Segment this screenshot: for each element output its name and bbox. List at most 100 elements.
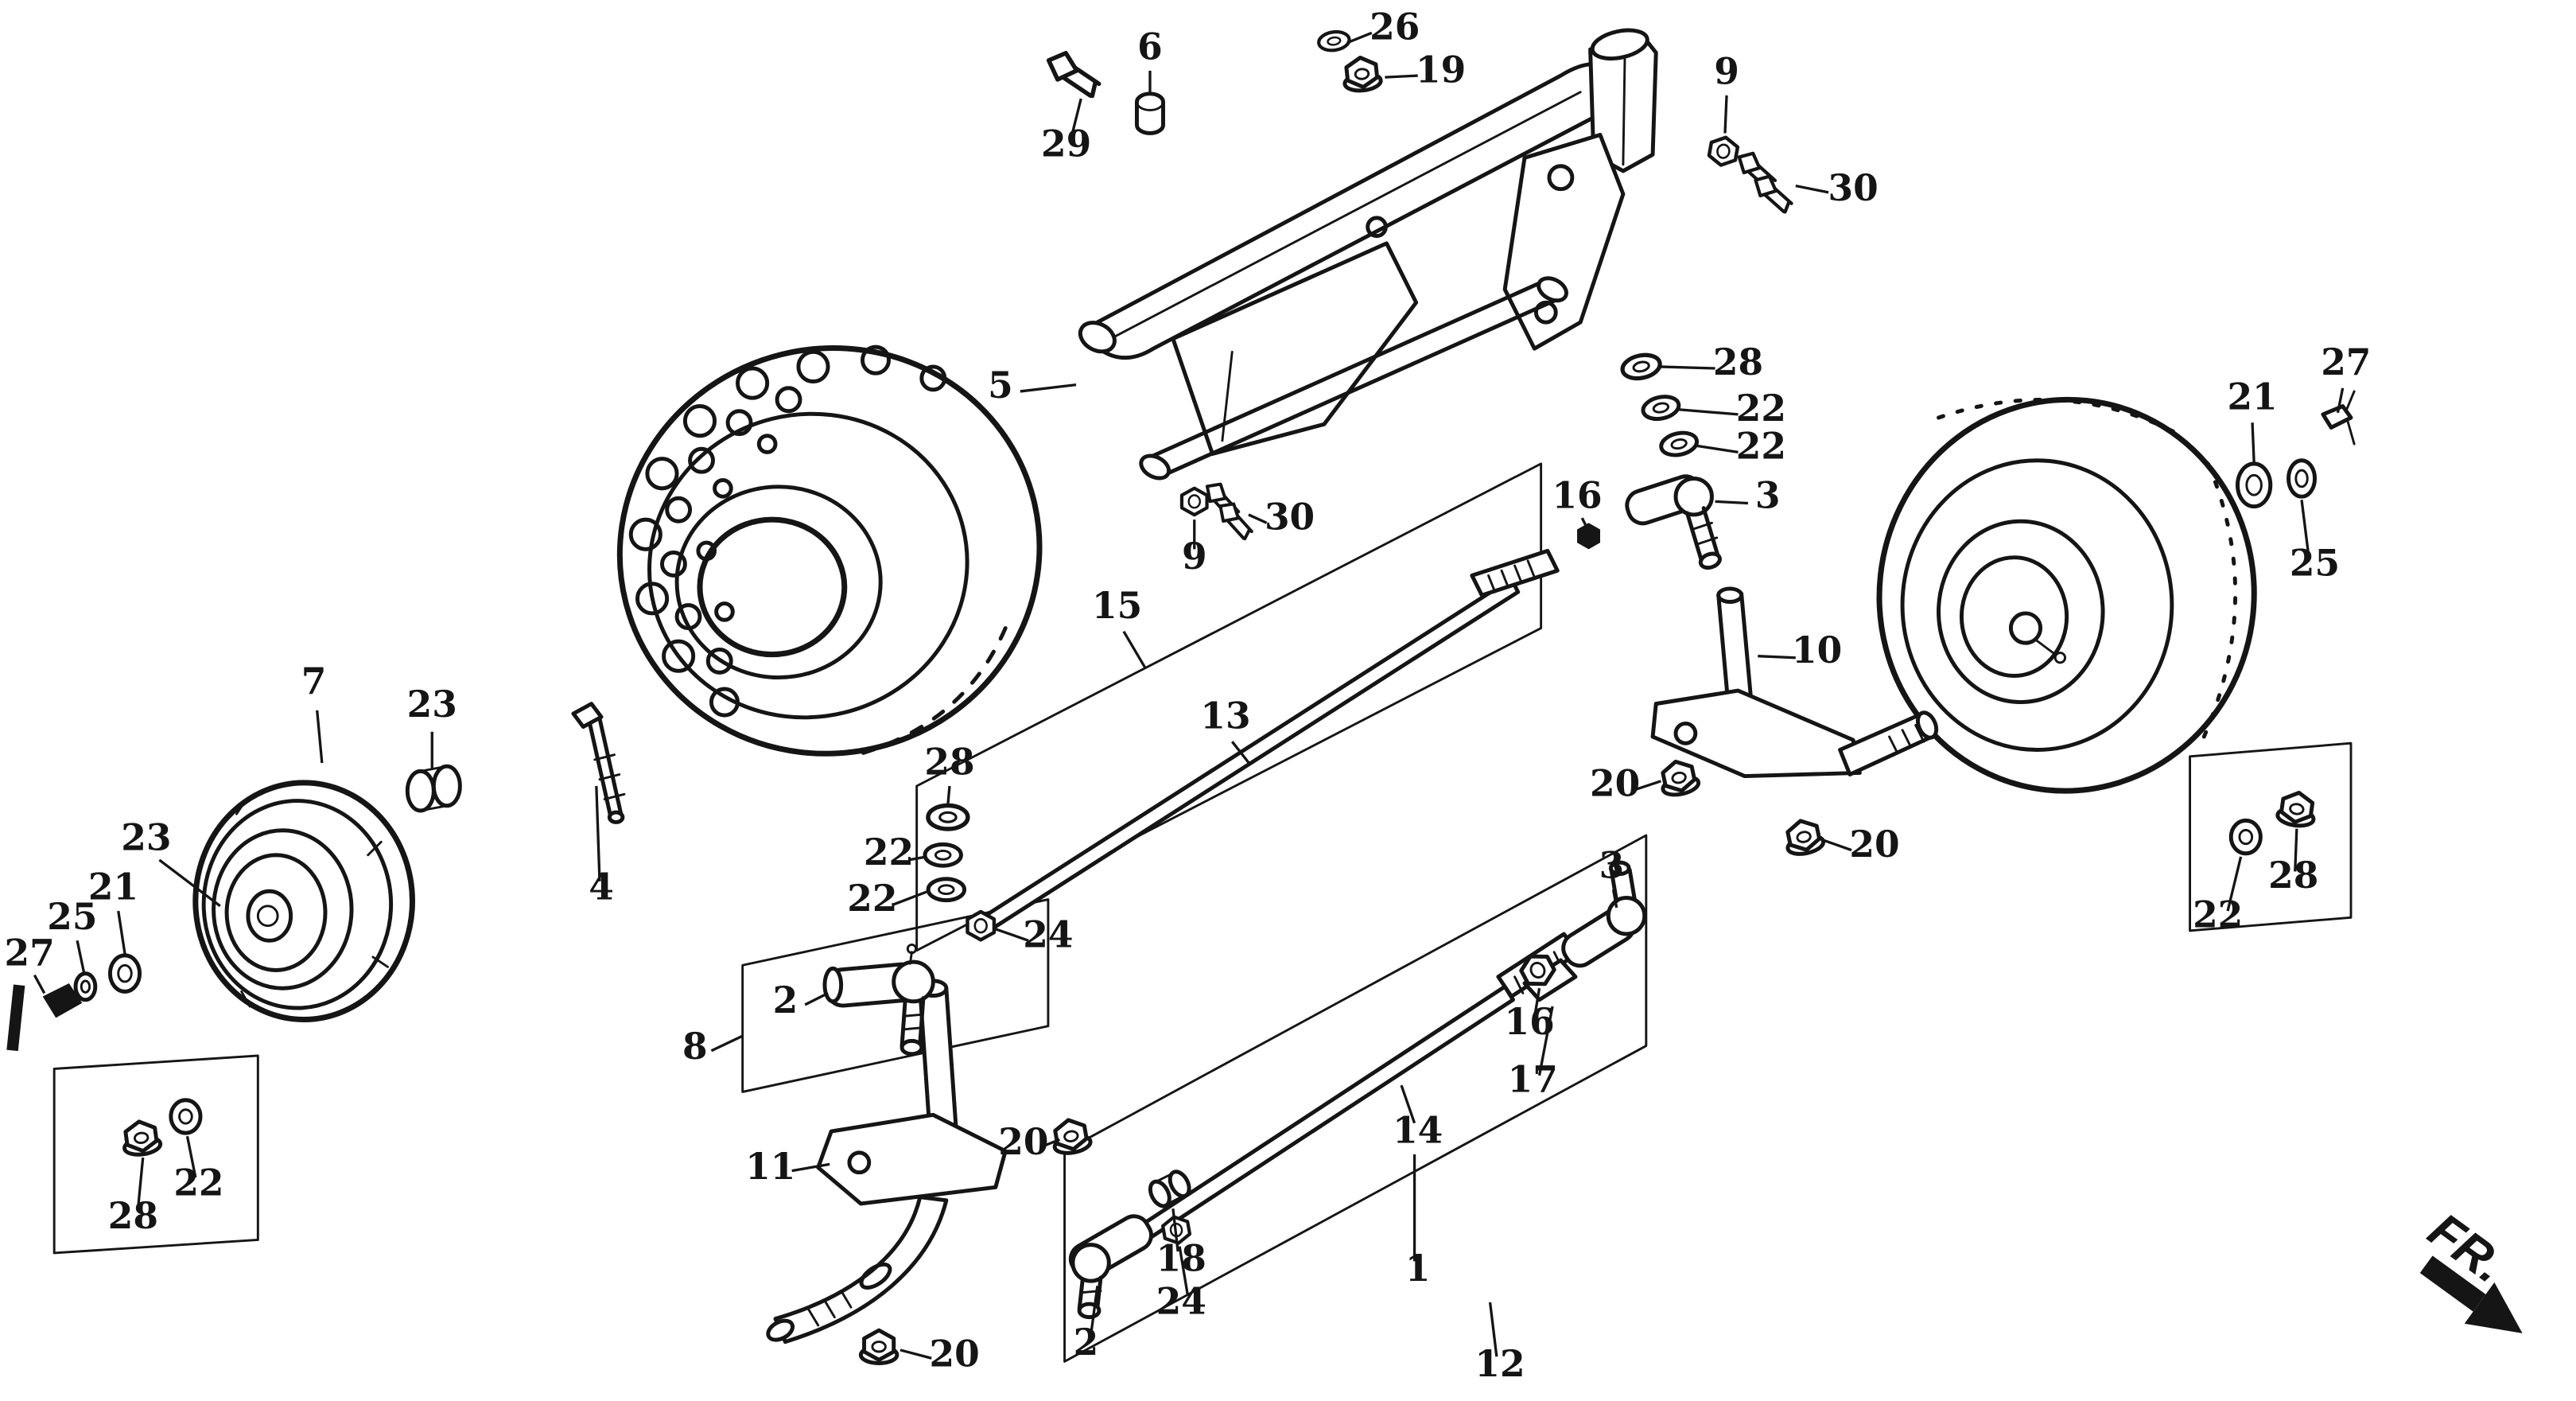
callout-leader-22-23 — [908, 855, 927, 862]
callout-28-39: 28 — [108, 1194, 158, 1237]
callout-30-5: 30 — [1828, 166, 1878, 209]
callout-14-42: 14 — [1393, 1108, 1443, 1151]
callout-27-32: 27 — [5, 931, 55, 974]
callout-leader-28-7 — [1659, 365, 1715, 370]
callout-leader-7-20 — [316, 710, 324, 764]
bolt-29 — [1046, 52, 1102, 97]
castle-nut-16 — [1577, 523, 1600, 550]
tread-knobs — [628, 344, 947, 718]
callout-28-50: 28 — [2268, 854, 2318, 897]
callout-12-48: 12 — [1474, 1342, 1525, 1385]
callout-leader-16-10 — [1580, 517, 1588, 529]
callout-2-46: 2 — [1074, 1321, 1099, 1364]
callout-20-27: 20 — [1849, 823, 1899, 866]
callout-leader-17-37 — [1537, 1006, 1554, 1076]
callout-22-38: 22 — [173, 1162, 223, 1204]
callout-3-28: 3 — [1599, 844, 1625, 887]
callout-leader-30-12 — [1248, 513, 1268, 524]
callout-22-23: 22 — [864, 831, 914, 874]
callout-9-4: 9 — [1714, 49, 1739, 92]
callout-26-0: 26 — [1370, 6, 1420, 49]
callout-28-7: 28 — [1713, 341, 1763, 383]
callout-leader-22-9 — [1695, 444, 1739, 454]
left-wheel-rim — [192, 780, 415, 1022]
callout-15-17: 15 — [1092, 584, 1142, 627]
right-bearing-set — [2235, 390, 2356, 509]
callout-19-1: 19 — [1416, 48, 1466, 91]
fr-arrow-icon — [2419, 1255, 2523, 1333]
callout-leader-22-38 — [185, 1135, 197, 1178]
nut-9-top — [1708, 135, 1739, 168]
tie-rod-adjuster — [1517, 949, 1578, 1002]
group-box-lower-tie-rod — [1063, 834, 1648, 1363]
callout-leader-30-5 — [1795, 184, 1829, 194]
callout-23-29: 23 — [121, 816, 171, 859]
callout-6-2: 6 — [1137, 25, 1163, 68]
washer-26 — [1318, 30, 1350, 53]
left-bearing-set — [6, 953, 142, 1052]
callout-11-41: 11 — [745, 1145, 795, 1188]
nut-20-shaft-left — [861, 1330, 896, 1363]
callout-leader-10-19 — [1758, 655, 1796, 660]
callout-leader-23-29 — [158, 858, 221, 908]
bolts-30-mid — [1198, 478, 1261, 542]
callout-leader-20-40 — [1043, 1138, 1060, 1148]
callout-leader-2-34 — [804, 991, 829, 1006]
callout-leader-20-26 — [1635, 780, 1661, 791]
left-tie-rod-end — [822, 943, 935, 1057]
callout-21-15: 21 — [2227, 376, 2277, 418]
callout-1-45: 1 — [1405, 1247, 1431, 1290]
callout-20-47: 20 — [930, 1333, 980, 1376]
callout-leader-13-18 — [1230, 741, 1252, 766]
callout-leader-29-3 — [1071, 98, 1082, 132]
callout-leader-28-39 — [136, 1157, 145, 1209]
callout-leader-4-33 — [595, 785, 601, 881]
callout-leader-22-8 — [1677, 408, 1739, 416]
nut-20-spindle-left — [1051, 1117, 1092, 1156]
callout-leader-27-32 — [33, 974, 46, 994]
group-box-right-hardware — [2189, 741, 2353, 932]
callout-3-11: 3 — [1755, 474, 1781, 517]
callout-leader-21-15 — [2251, 422, 2255, 462]
callout-leader-25-31 — [76, 940, 85, 972]
callout-leader-24-25 — [995, 928, 1029, 942]
bolt-4 — [571, 702, 626, 824]
callout-27-14: 27 — [2321, 341, 2371, 383]
group-box-left-hardware — [52, 1054, 259, 1255]
right-spindle — [1650, 586, 1939, 779]
callout-leader-11-41 — [791, 1162, 830, 1173]
upper-tie-rod-end — [1625, 474, 1722, 570]
left-spindle — [766, 979, 1008, 1345]
callout-leader-14-42 — [1400, 1084, 1416, 1124]
callout-28-22: 28 — [924, 740, 974, 783]
callout-25-31: 25 — [47, 895, 97, 938]
callout-20-26: 20 — [1590, 761, 1640, 804]
callout-leader-28-22 — [946, 785, 951, 804]
callout-leader-9-4 — [1723, 95, 1728, 134]
lower-left-tie-rod-end — [1068, 1214, 1153, 1320]
callout-2-34: 2 — [773, 979, 798, 1022]
callout-17-37: 17 — [1508, 1057, 1558, 1100]
callout-24-25: 24 — [1023, 913, 1073, 956]
axle-beam — [1078, 28, 1658, 481]
callout-29-3: 29 — [1041, 122, 1091, 165]
callout-7-20: 7 — [301, 660, 327, 702]
callout-16-10: 16 — [1552, 474, 1602, 517]
callout-leader-22-24 — [893, 889, 929, 906]
callout-leader-5-6 — [1020, 383, 1077, 393]
right-tire — [1876, 396, 2257, 794]
callout-leader-3-11 — [1715, 500, 1748, 505]
callout-leader-15-17 — [1122, 630, 1147, 669]
callout-leader-28-50 — [2294, 828, 2298, 872]
callout-leader-21-30 — [117, 910, 126, 955]
callout-20-40: 20 — [998, 1120, 1048, 1163]
callout-13-18: 13 — [1200, 695, 1250, 737]
nut-20-spindle-right-lower — [1783, 817, 1825, 857]
callout-leader-18-43 — [1171, 1208, 1179, 1252]
callout-leader-20-47 — [899, 1348, 932, 1360]
callout-leader-8-35 — [710, 1034, 744, 1053]
nut-19 — [1342, 56, 1382, 92]
bushing-6 — [1134, 91, 1165, 135]
